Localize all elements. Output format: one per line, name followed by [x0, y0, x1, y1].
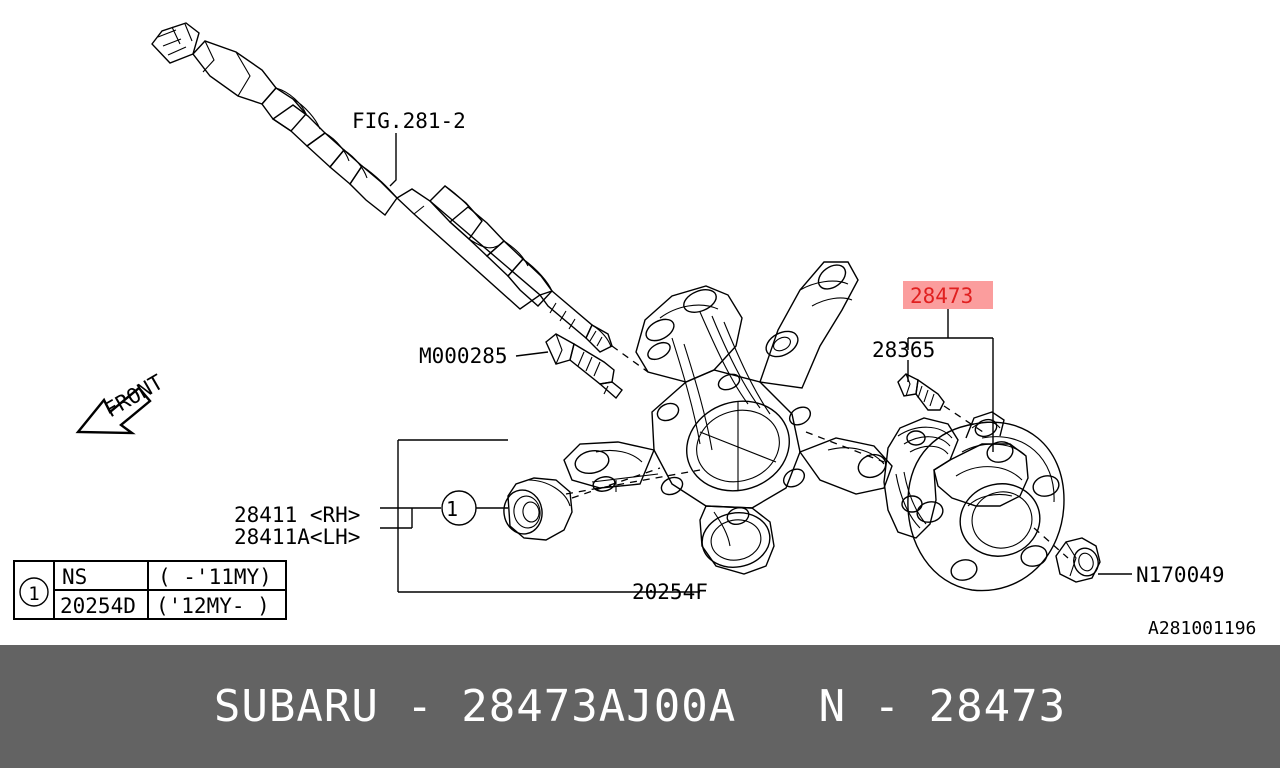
- legend-row-0-note: ( -'11MY): [158, 565, 272, 589]
- footer-bar: SUBARU - 28473AJ00A N - 28473: [0, 645, 1280, 768]
- front-direction-arrow: [75, 386, 152, 435]
- wheel-hub-bearing-assembly: [883, 411, 1065, 592]
- callout-28365: 28365: [872, 338, 935, 362]
- callout-28473-label: 28473: [910, 284, 973, 308]
- fig-reference-leader: [389, 133, 397, 187]
- callout-20254f: 20254F: [632, 580, 708, 604]
- legend-marker: 1: [28, 583, 39, 605]
- abs-sensor-screw: [897, 373, 987, 435]
- footer-part-identifier: SUBARU - 28473AJ00A N - 28473: [213, 681, 1067, 732]
- hub-alignment-dash: [805, 431, 885, 463]
- callout-circle-1-diagram: 1: [446, 497, 458, 521]
- exploded-parts-diagram: FIG.281-2 FRONT: [13, 22, 1256, 639]
- axle-nut: [1055, 537, 1101, 583]
- bushing-alignment-dash: [565, 469, 701, 495]
- callout-28411-rh: 28411 <RH>: [234, 503, 360, 527]
- nut-alignment-dash: [1033, 527, 1069, 559]
- legend-row-0-part: NS: [62, 565, 87, 589]
- callout-28473-highlight: [903, 281, 993, 309]
- legend-row-1-note: ('12MY- ): [156, 594, 270, 618]
- legend-table: 1 NS ( -'11MY) 20254D ('12MY- ): [13, 560, 287, 620]
- callout-n170049: N170049: [1136, 563, 1225, 587]
- drive-shaft-assembly: [151, 22, 649, 373]
- callout-28473-group[interactable]: 28473: [903, 281, 994, 452]
- rear-knuckle-housing: [563, 261, 893, 575]
- callout-28411a-lh: 28411A<LH>: [234, 525, 360, 549]
- m000285-leader: [515, 351, 549, 357]
- trailing-link-bushing: [503, 467, 661, 541]
- part-group-bracket: [380, 439, 630, 593]
- legend-row-1-part: 20254D: [60, 594, 136, 618]
- callout-m000285: M000285: [419, 344, 508, 368]
- callout-fig-281-2: FIG.281-2: [352, 109, 466, 133]
- diagram-reference-code: A281001196: [1148, 618, 1256, 639]
- hub-mounting-bolt: [545, 333, 623, 400]
